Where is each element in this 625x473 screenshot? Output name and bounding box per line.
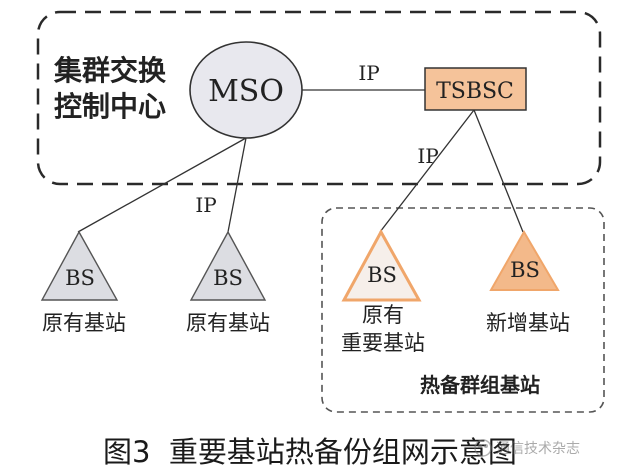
ip-label-mso-bs: IP: [195, 193, 216, 217]
bs-node-2: [189, 230, 267, 301]
bs-caption-1: 原有基站: [42, 311, 126, 335]
bs-caption-3b: 重要基站: [341, 331, 425, 355]
bs-label-1: BS: [65, 266, 95, 290]
bs-node-3: [341, 228, 422, 302]
watermark-logo-icon: [474, 439, 492, 457]
watermark-text: 通信技术杂志: [496, 441, 580, 457]
mso-node: [189, 41, 303, 139]
link-mso-bs1: [77, 137, 247, 233]
figure-caption: 图3 重要基站热备份组网示意图: [103, 435, 517, 469]
bs-label-3: BS: [367, 263, 397, 287]
control-center-label-line2: 控制中心: [54, 90, 166, 123]
watermark: 通信技术杂志: [474, 439, 580, 457]
bs-caption-3a: 原有: [362, 303, 404, 327]
bs-label-2: BS: [213, 266, 243, 290]
mso-label: MSO: [208, 74, 284, 109]
hot-standby-group-region: [321, 207, 605, 413]
ip-label-tsbsc-bs: IP: [417, 144, 438, 168]
tsbsc-node: [424, 67, 527, 111]
control-center-label-line1: 集群交换: [53, 54, 167, 87]
ip-label-mso-tsbsc: IP: [358, 61, 379, 85]
link-tsbsc-bs3: [379, 109, 475, 233]
link-mso-bs2: [227, 137, 247, 233]
control-center-region: [36, 10, 602, 186]
link-tsbsc-bs4: [473, 109, 524, 233]
tsbsc-label: TSBSC: [436, 79, 514, 104]
bs-node-1: [40, 230, 119, 301]
bs-caption-4: 新增基站: [486, 311, 570, 335]
group-label: 热备群组基站: [420, 373, 540, 397]
bs-node-4: [489, 230, 560, 291]
bs-label-4: BS: [510, 258, 540, 282]
bs-caption-2: 原有基站: [186, 311, 270, 335]
